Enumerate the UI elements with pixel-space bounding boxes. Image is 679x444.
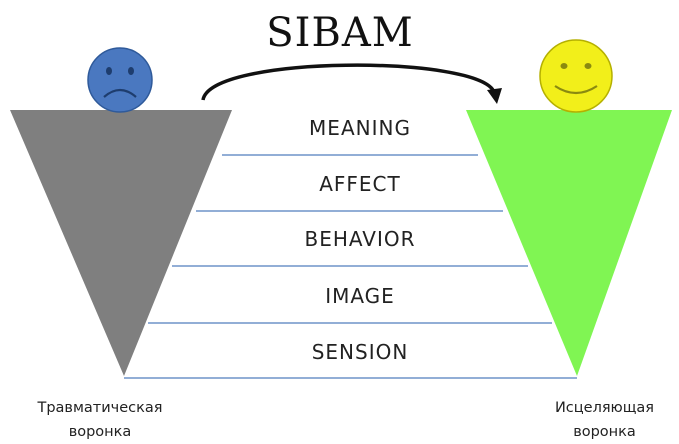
traumatic-funnel	[10, 110, 232, 376]
transition-arrow	[201, 63, 496, 101]
layer-image: IMAGE	[325, 284, 395, 308]
caption-line: воронка	[68, 424, 132, 440]
healing-funnel	[466, 110, 672, 376]
traumatic-funnel-caption: Травматическая воронка	[0, 396, 200, 444]
caption-line: воронка	[573, 424, 636, 440]
layer-meaning: MEANING	[309, 116, 411, 140]
happy-face-icon	[539, 39, 613, 113]
sad-face-icon	[87, 47, 153, 113]
caption-line: Исцеляющая	[554, 400, 655, 416]
arrow-head-icon	[487, 88, 502, 104]
layer-affect: AFFECT	[319, 172, 401, 196]
layer-lines	[124, 154, 577, 379]
caption-line: Травматическая	[37, 400, 163, 416]
healing-funnel-caption: Исцеляющая воронка	[530, 396, 679, 444]
layer-sension: SENSION	[311, 340, 409, 364]
diagram-title: SIBAM	[266, 10, 414, 56]
layer-behavior: BEHAVIOR	[304, 227, 416, 251]
